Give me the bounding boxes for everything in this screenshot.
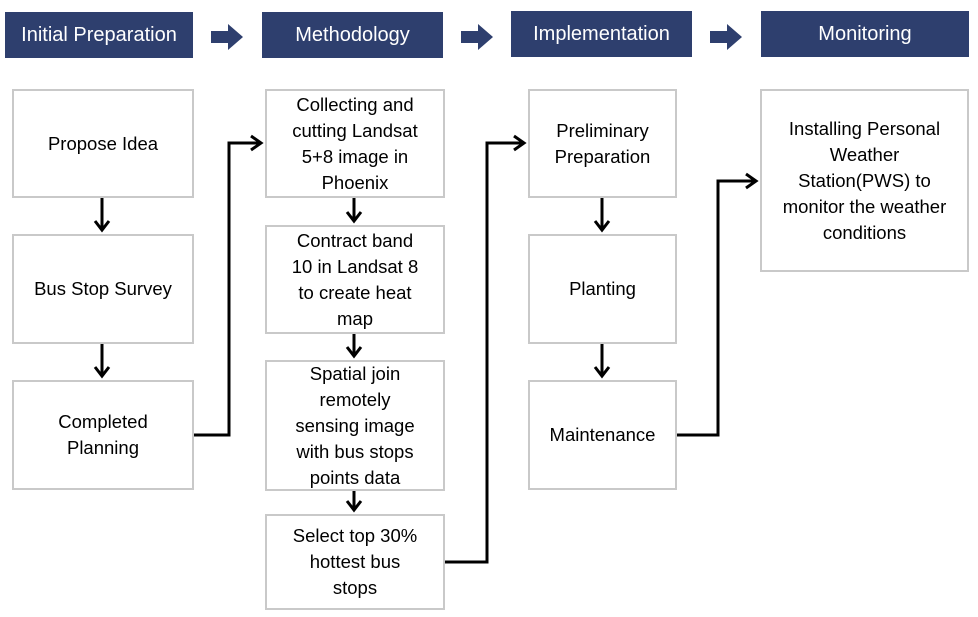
arrowhead-icon [745,172,759,190]
arrowhead-icon [93,220,111,233]
step-label: Maintenance [549,424,656,445]
step-bus-stop-survey: Bus Stop Survey [12,234,194,344]
step-label: Bus Stop Survey [34,278,172,299]
step-propose-idea: Propose Idea [12,89,194,198]
phase-header-monitoring: Monitoring [761,11,969,57]
phase-header-implementation: Implementation [511,11,692,57]
arrowhead-icon [513,134,527,152]
phase-arrow-icon [461,24,493,50]
arrowhead-icon [593,366,611,379]
step-label: Planting [569,278,636,299]
connector-elbow [445,141,522,564]
phase-arrow-icon [710,24,742,50]
arrowhead-icon [345,346,363,359]
arrowhead-icon [93,366,111,379]
phase-header-methodology: Methodology [262,12,443,58]
arrowhead-icon [593,220,611,233]
connector-elbow [677,179,754,437]
step-label: Propose Idea [47,132,159,154]
phase-header-initial-preparation: Initial Preparation [5,12,193,58]
arrowhead-icon [250,134,264,152]
arrowhead-icon [345,500,363,513]
phase-arrow-icon [211,24,243,50]
connector-elbow [194,141,259,437]
arrowhead-icon [345,211,363,224]
step-maintenance: Maintenance [528,380,677,490]
step-planting: Planting [528,234,677,344]
